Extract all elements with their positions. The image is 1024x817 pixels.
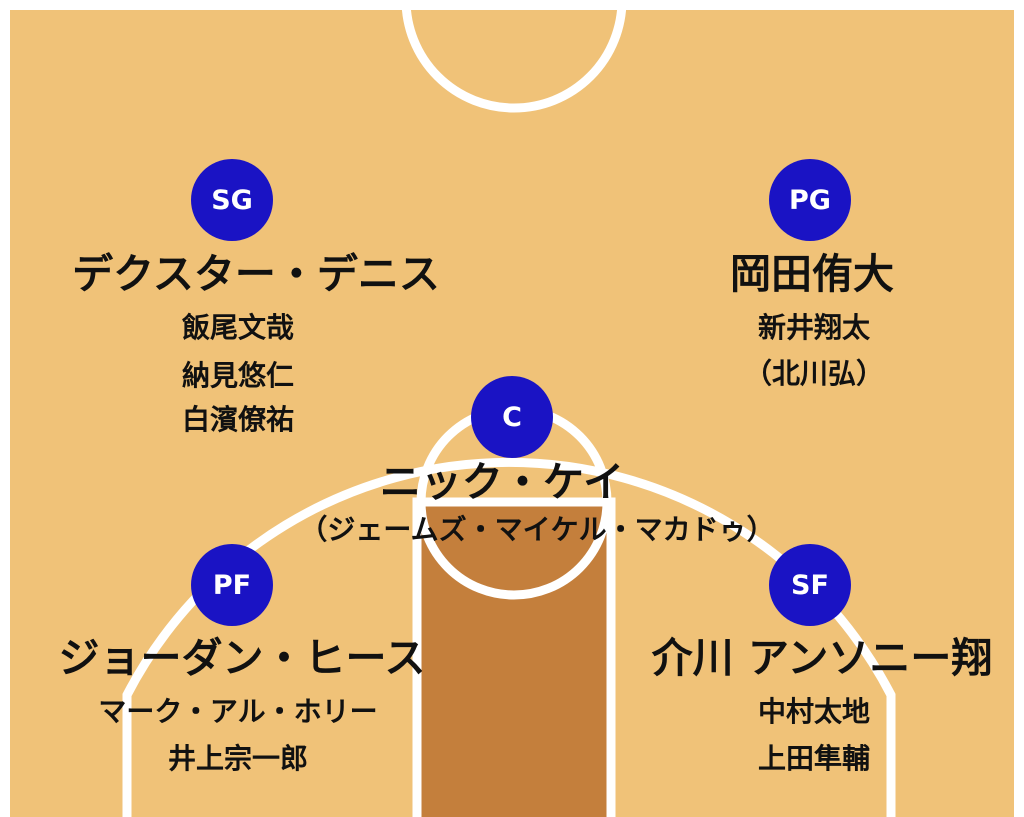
c-position-badge: C: [471, 376, 553, 458]
pg-starter-name: 岡田侑大: [730, 250, 894, 298]
pf-backup-2: 井上宗一郎: [167, 742, 309, 775]
sf-starter-name: 介川 アンソニー翔: [651, 634, 993, 682]
sf-backup-2: 上田隼輔: [757, 742, 871, 775]
pg-backup-2: （北川弘）: [743, 357, 885, 390]
sg-position-badge: SG: [191, 159, 273, 241]
pf-starter-name: ジョーダン・ヒース: [58, 634, 426, 682]
sf-backup-1: 中村太地: [757, 695, 871, 728]
pf-backup-1: マーク・アル・ホリー: [98, 695, 378, 728]
center-circle-arc: [401, 0, 627, 113]
sg-backup-2: 納見悠仁: [181, 359, 295, 392]
sf-position-badge: SF: [769, 544, 851, 626]
sg-starter-name: デクスター・デニス: [72, 250, 440, 298]
paint-lane: [412, 497, 616, 817]
pf-position-badge: PF: [191, 544, 273, 626]
sg-backup-1: 飯尾文哉: [181, 311, 295, 344]
pg-position-badge: PG: [769, 159, 851, 241]
c-starter-name: ニック・ケイ: [379, 458, 625, 506]
c-backup-1: （ジェームズ・マイケル・マカドゥ）: [299, 513, 775, 546]
pg-backup-1: 新井翔太: [757, 311, 871, 344]
sg-backup-3: 白濱僚祐: [181, 403, 295, 436]
